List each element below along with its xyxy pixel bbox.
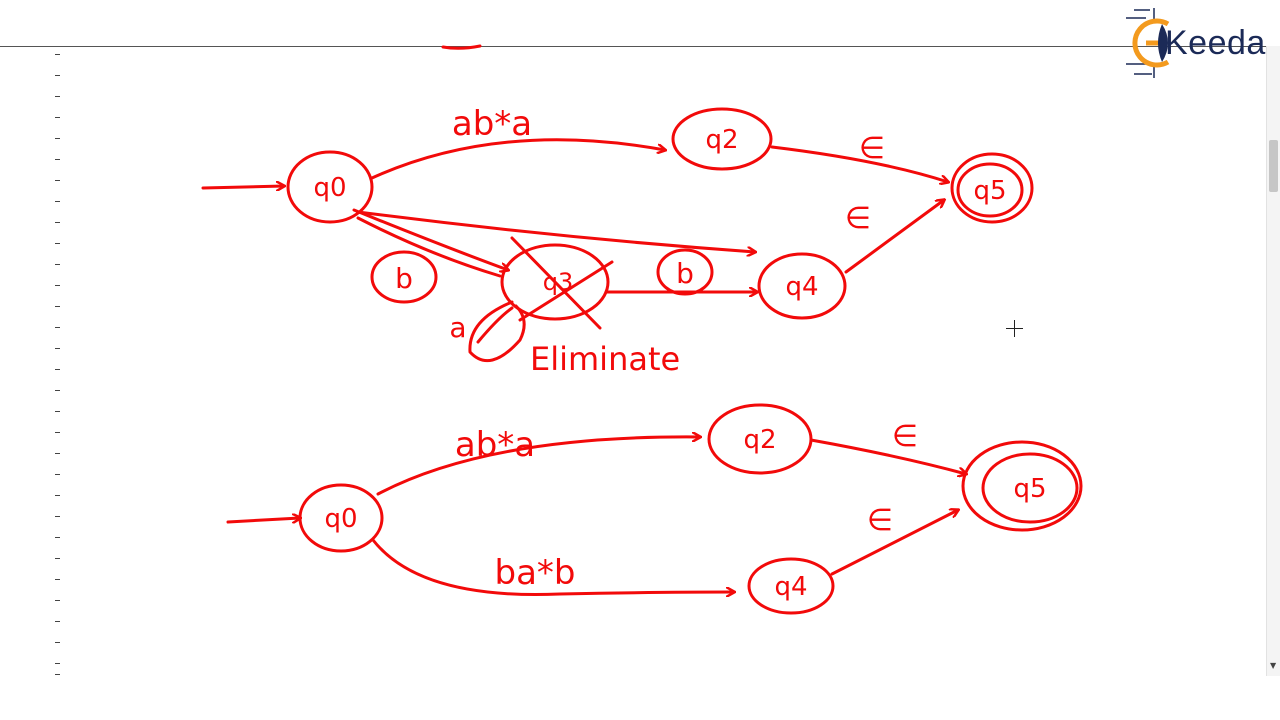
- state-q2-1-label: q2: [705, 125, 738, 155]
- edge-q0-q3-1-label: b: [395, 262, 413, 295]
- edge-q0-q4-new-1: [356, 210, 755, 252]
- edge-q3-self-loop-1-label: a: [449, 311, 466, 344]
- start-arrow-2: [226, 518, 300, 524]
- state-q5-1: [950, 152, 1034, 224]
- crosshair-cursor-icon: [1006, 320, 1023, 337]
- edge-q4-q5-2-label: ∈: [867, 503, 893, 538]
- ekeeda-logo: [1126, 8, 1170, 78]
- edge-q0-q3-1-circled-mark: [370, 250, 438, 304]
- edge-q3-self-loop-1: [468, 300, 526, 362]
- edge-q0-q3-1: [352, 208, 508, 270]
- state-q0-1: [286, 150, 374, 224]
- state-q4-1-label: q4: [785, 272, 818, 302]
- edge-q3-q4-1-circled-mark: [656, 248, 714, 296]
- edge-q0-q4-2: [371, 538, 734, 595]
- state-q2-1: [671, 107, 773, 171]
- edge-q2-q5-2: [809, 438, 966, 474]
- edge-q2-q5-1: [770, 145, 948, 182]
- start-arrow-1: [201, 186, 284, 188]
- edge-q4-q5-2: [830, 510, 958, 576]
- state-q0-1-label: q0: [313, 173, 346, 203]
- state-q0-2: [298, 483, 384, 553]
- left-margin-ruler: [55, 54, 63, 679]
- edge-q2-q5-1-label: ∈: [859, 131, 885, 166]
- state-q5-1-inner: [956, 162, 1024, 218]
- diagram-after-elimination: q0 q2 q5 q4 ab*a ba*b ∈ ∈: [226, 403, 1083, 615]
- edge-q0-q2-1: [370, 138, 665, 180]
- state-q5-2: [961, 440, 1083, 532]
- cross-out-stroke-2: [518, 260, 614, 322]
- page-top-border: [0, 46, 1268, 47]
- state-q3-1: [500, 243, 610, 321]
- state-q5-2-inner: [981, 452, 1079, 524]
- state-q4-2: [747, 557, 835, 615]
- state-q5-1-label: q5: [973, 176, 1006, 206]
- ink-remnant: [441, 44, 482, 50]
- edge-q4-q5-1-label: ∈: [845, 201, 871, 236]
- state-q2-2-label: q2: [743, 425, 776, 455]
- state-q4-1: [757, 252, 847, 320]
- edge-q3-self-loop-1-overstroke: [476, 306, 514, 344]
- scroll-down-arrow-icon[interactable]: ▼: [1270, 661, 1277, 670]
- edge-q4-q5-1: [844, 200, 944, 274]
- state-q4-2-label: q4: [774, 572, 807, 602]
- edge-q0-q2-2-label: ab*a: [455, 425, 535, 465]
- edge-q3-q4-1-label: b: [676, 257, 694, 290]
- vertical-scrollbar[interactable]: ▼: [1266, 46, 1280, 676]
- edge-q0-q2-2: [376, 437, 700, 496]
- edge-q0-q2-1-label: ab*a: [452, 104, 532, 144]
- cross-out-stroke-1: [510, 236, 602, 330]
- edge-q2-q5-2-label: ∈: [892, 419, 918, 454]
- logo-text: Keeda: [1165, 24, 1266, 62]
- edge-q0-q3-1-overstroke: [356, 216, 502, 278]
- state-q0-2-label: q0: [324, 504, 357, 534]
- edge-q0-q4-2-label: ba*b: [495, 553, 576, 593]
- eliminate-note: Eliminate: [530, 340, 680, 378]
- scrollbar-thumb[interactable]: [1269, 140, 1278, 192]
- diagram-before-elimination: q0 q2 q5 q3 q4 ab*a ∈ ∈ b: [201, 104, 1034, 378]
- state-q5-2-label: q5: [1013, 474, 1046, 504]
